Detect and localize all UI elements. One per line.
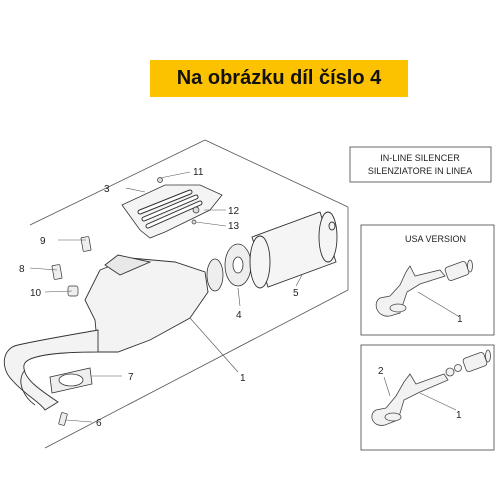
callout-numbers: 3 11 12 13 9 8 10 7 6 4 5 1	[19, 167, 299, 429]
main-assembly-frame	[29, 139, 349, 449]
gasket	[206, 243, 252, 292]
variant-exhaust-drawing	[371, 349, 491, 426]
heat-shield	[121, 184, 223, 239]
callout-12: 12	[228, 206, 240, 217]
callout-6: 6	[96, 418, 102, 429]
callout-4: 4	[236, 310, 242, 321]
variant-callout-1: 1	[456, 410, 462, 421]
banner-text: Na obrázku díl číslo 4	[176, 67, 382, 89]
in-line-silencer-box: IN-LINE SILENCER SILENZIATORE IN LINEA	[349, 146, 492, 183]
variant-box: 2 1	[360, 344, 495, 451]
usa-exhaust-drawing	[375, 259, 473, 317]
fasteners	[51, 236, 92, 426]
part-number-banner: Na obrázku díl číslo 4	[150, 60, 408, 97]
leader-lines	[29, 171, 303, 423]
variant-callout-2: 2	[378, 366, 384, 377]
usa-version-box: USA VERSION 1	[360, 224, 495, 336]
usa-version-title: USA VERSION	[405, 234, 466, 244]
callout-9: 9	[40, 236, 46, 247]
exhaust-body	[3, 254, 209, 411]
info-line-1: IN-LINE SILENCER	[380, 153, 460, 163]
exhaust-flange	[49, 367, 93, 394]
callout-3: 3	[104, 184, 110, 195]
callout-5: 5	[293, 288, 299, 299]
callout-1: 1	[240, 373, 246, 384]
silencer	[249, 211, 338, 289]
callout-11: 11	[193, 167, 204, 178]
callout-10: 10	[30, 288, 42, 299]
usa-callout-1: 1	[457, 314, 463, 325]
callout-8: 8	[19, 264, 25, 275]
callout-13: 13	[228, 221, 240, 232]
info-line-2: SILENZIATORE IN LINEA	[368, 166, 472, 176]
callout-7: 7	[128, 372, 134, 383]
